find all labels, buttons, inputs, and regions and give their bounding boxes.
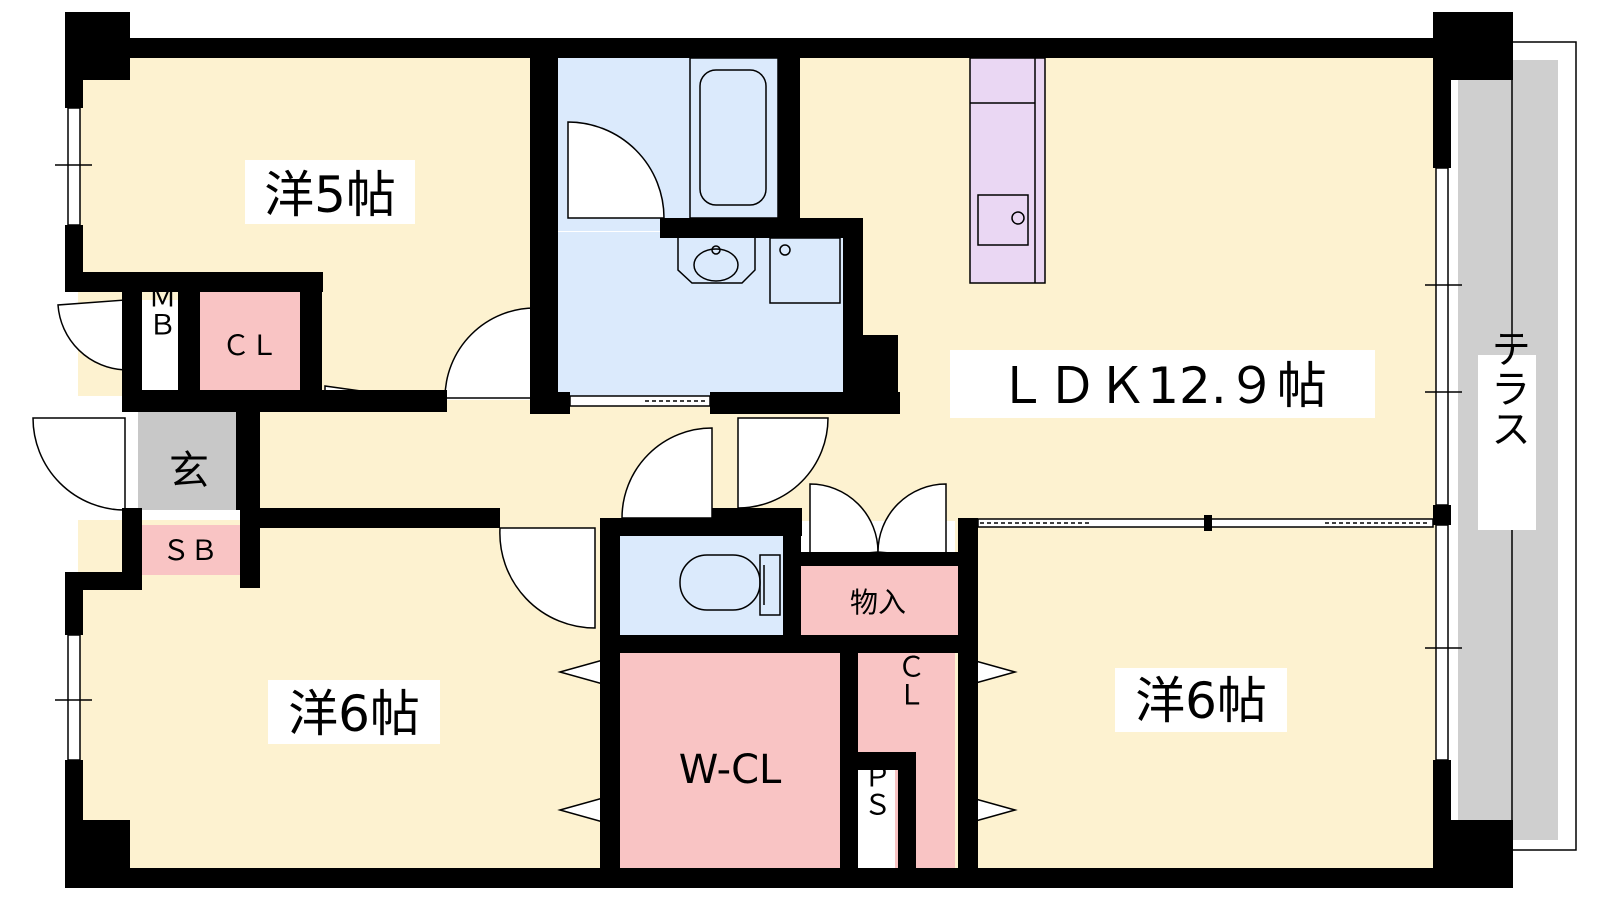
- label-terrace: テラス: [1484, 328, 1530, 448]
- toilet-floor: [618, 535, 783, 635]
- storage-floor: [798, 560, 958, 635]
- walk-in-closet-floor: [618, 650, 840, 870]
- label-cl-top: ＣＬ: [222, 329, 278, 362]
- ps-floor: [855, 770, 895, 870]
- label-western-6-left: 洋6帖: [288, 685, 420, 743]
- washbasin-icon: [677, 238, 756, 284]
- door-storage-left: [809, 483, 879, 559]
- label-ps: ＰＳ: [860, 762, 893, 818]
- washroom-floor: [543, 232, 843, 397]
- door-toilet: [621, 427, 713, 519]
- label-storage: 物入: [850, 586, 906, 619]
- label-wcl: W-CL: [679, 747, 782, 793]
- ldk-floor: [778, 56, 1438, 521]
- door-ldk: [737, 417, 829, 509]
- sink-icon: [977, 194, 1029, 246]
- label-ldk: ＬＤＫ12.９帖: [997, 357, 1327, 415]
- door-entrance-top: [57, 299, 126, 371]
- toilet-icon: [679, 554, 781, 616]
- label-mb: ＭＢ: [145, 282, 178, 338]
- label-cl-right: ＣＬ: [894, 652, 927, 708]
- mb-floor: [138, 300, 178, 390]
- kitchen-counter: [969, 57, 1046, 284]
- door-entrance-main: [32, 417, 126, 511]
- walls: [65, 12, 1513, 888]
- label-western-6-right: 洋6帖: [1135, 672, 1267, 730]
- label-western-5: 洋5帖: [264, 166, 396, 224]
- door-storage-right: [877, 483, 947, 559]
- door-swings: [32, 121, 947, 629]
- closet-top-floor: [200, 290, 300, 390]
- entrance-floor: [138, 410, 238, 510]
- door-bathroom: [567, 121, 665, 219]
- label-sb: ＳＢ: [162, 534, 218, 567]
- label-entrance: 玄: [169, 448, 209, 494]
- door-room-western-6-left: [499, 527, 596, 629]
- shoe-box-floor: [138, 525, 240, 575]
- room-labels: 洋5帖 ＬＤＫ12.９帖 洋6帖 洋6帖 テラス 玄 ＭＢ ＣＬ ＳＢ 物入 W…: [145, 160, 1536, 818]
- windows: [55, 41, 1577, 851]
